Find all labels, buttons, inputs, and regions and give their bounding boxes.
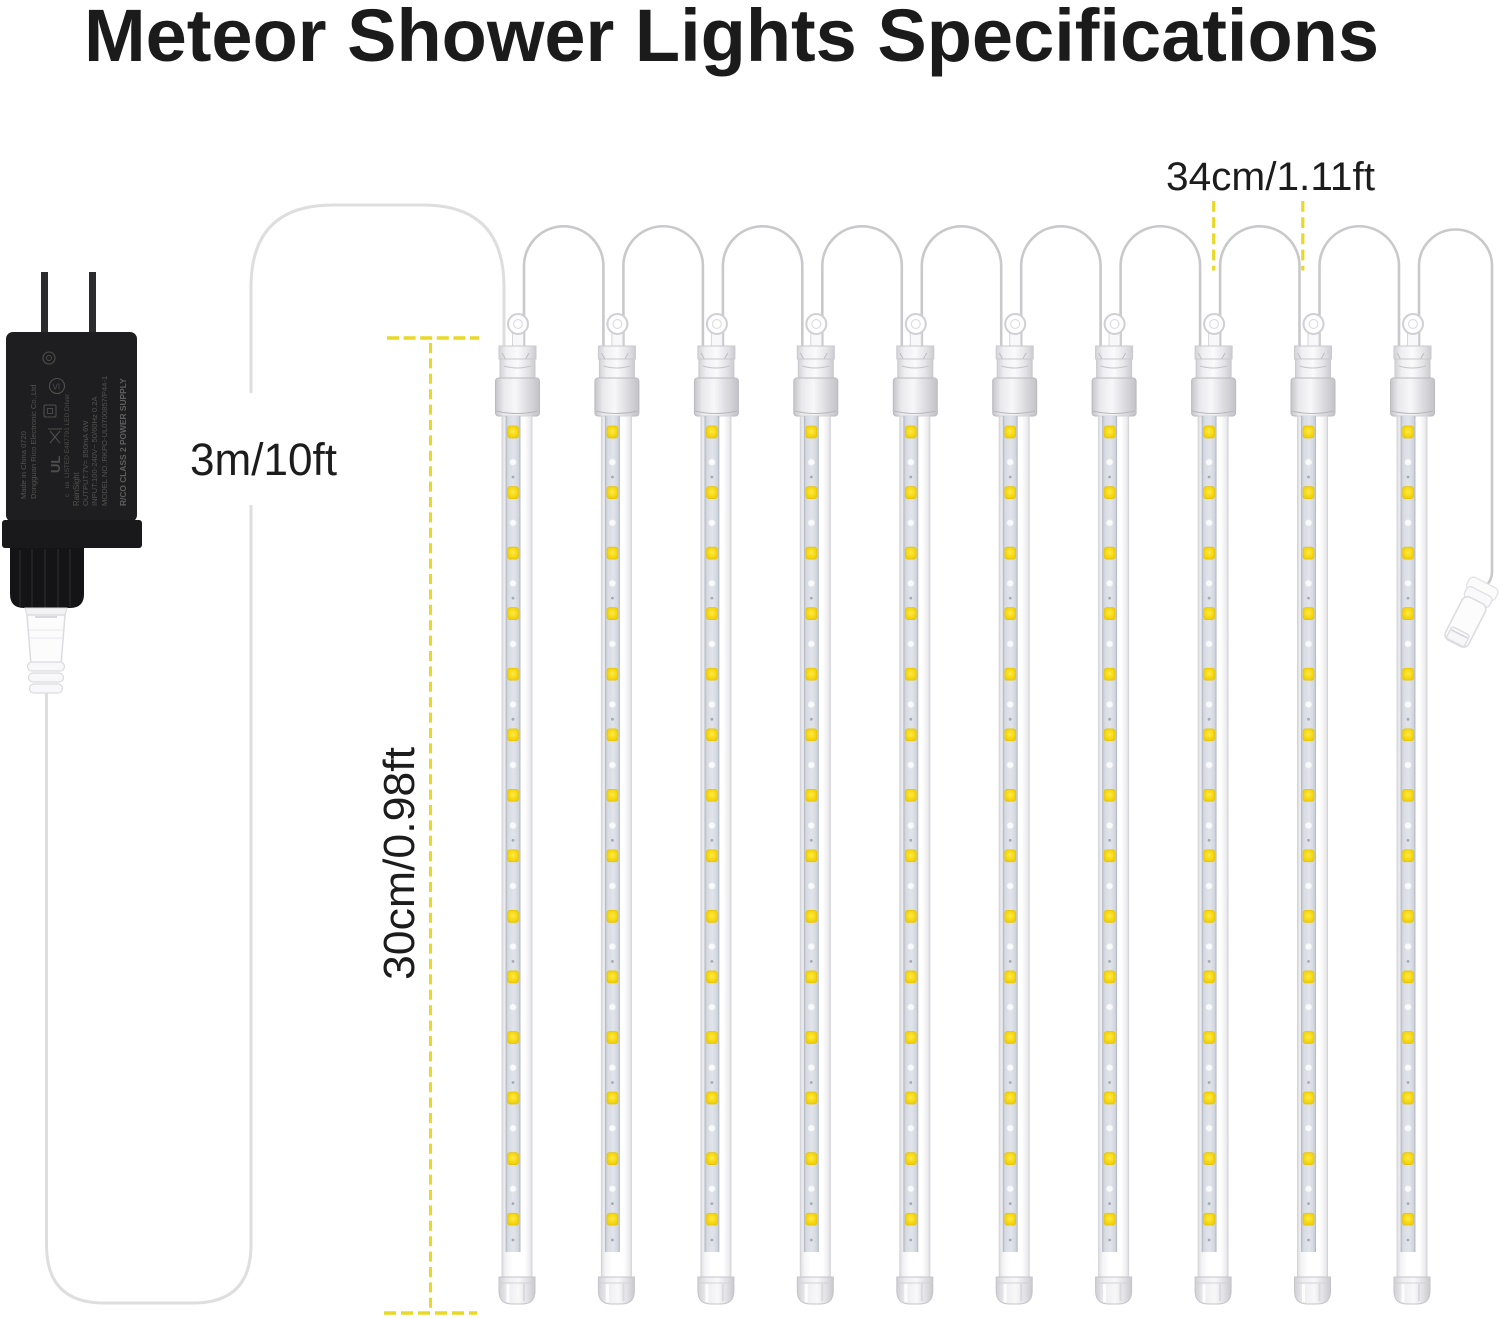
svg-text:UL: UL xyxy=(48,456,63,473)
svg-text:3m/10ft: 3m/10ft xyxy=(190,434,337,485)
svg-text:VI: VI xyxy=(53,383,61,392)
svg-text:R/CO CLASS 2 POWER SUPPLY: R/CO CLASS 2 POWER SUPPLY xyxy=(118,378,128,506)
svg-text:OUTPUT:7V= 850mA 6W: OUTPUT:7V= 850mA 6W xyxy=(81,420,90,506)
svg-text:c us LISTED E487791 LED Dri: c us LISTED E487791 LED Driver xyxy=(64,393,71,497)
svg-text:MODEL NO.:RKPO-UL0700857/P44-1: MODEL NO.:RKPO-UL0700857/P44-1 xyxy=(100,376,109,506)
svg-text:Meteor Shower Lights Specifica: Meteor Shower Lights Specifications xyxy=(84,0,1379,77)
svg-text:RainSight: RainSight xyxy=(72,471,81,506)
svg-text:30cm/0.98ft: 30cm/0.98ft xyxy=(375,747,424,980)
svg-text:Dongguan Rico Electronic Co.,L: Dongguan Rico Electronic Co.,Ltd xyxy=(29,385,38,499)
svg-text:34cm/1.11ft: 34cm/1.11ft xyxy=(1166,155,1375,199)
svg-text:Made in China 0720: Made in China 0720 xyxy=(19,431,28,499)
svg-text:INPUT:100-240V~ 50/60Hz 0.2A: INPUT:100-240V~ 50/60Hz 0.2A xyxy=(90,396,99,506)
